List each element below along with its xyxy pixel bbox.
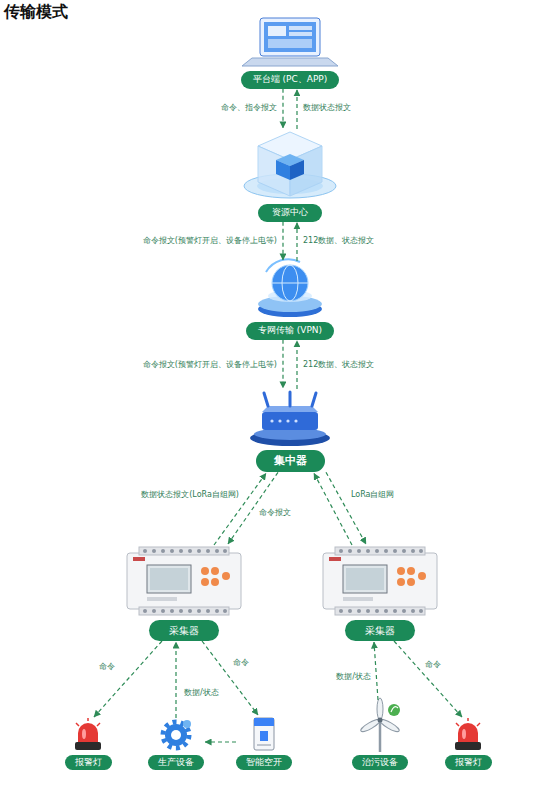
node-label: 报警灯 — [65, 755, 112, 770]
node-label: 智能空开 — [236, 755, 292, 770]
icon-slot — [73, 718, 103, 752]
edge-label: 命令报文(预警灯开启、设备停上电等) — [142, 236, 278, 246]
dashed-arrow — [175, 642, 176, 718]
node-label: 专网传输 (VPN) — [246, 322, 334, 340]
edge-label: 数据状态报文(LoRa自组网) — [140, 490, 240, 500]
edge-label: 212数据、状态报文 — [302, 360, 375, 370]
edge-label: 命令 — [232, 658, 250, 668]
dashed-arrow — [202, 641, 258, 715]
page-title: 传输模式 — [4, 2, 68, 22]
icon-slot — [360, 700, 400, 752]
device-node: 集中器 — [248, 389, 332, 472]
dashed-arrow — [296, 90, 297, 129]
node-label: 采集器 — [149, 620, 219, 641]
icon-slot — [321, 545, 439, 617]
node-label: 资源中心 — [258, 204, 322, 222]
dashed-arrow — [296, 341, 297, 389]
edge-label: 命令报文(预警灯开启、设备停上电等) — [142, 360, 278, 370]
device-node: 智能空开 — [236, 716, 292, 770]
device-node: 专网传输 (VPN) — [246, 261, 334, 340]
device-node: 生产设备 — [148, 718, 204, 770]
dashed-arrow — [374, 642, 378, 700]
dashed-arrow — [296, 223, 297, 261]
icon-slot — [125, 545, 243, 617]
node-label: 治污设备 — [352, 755, 408, 770]
edge-label: 命令 — [98, 662, 116, 672]
dashed-arrow — [282, 222, 283, 260]
node-label: 集中器 — [256, 450, 325, 472]
edge-label: 数据状态报文 — [302, 103, 352, 113]
device-node: 报警灯 — [65, 718, 112, 770]
node-label: 采集器 — [345, 620, 415, 641]
icon-slot — [453, 718, 483, 752]
dashed-arrow — [205, 741, 236, 742]
device-node: 采集器 — [125, 545, 243, 641]
node-label: 生产设备 — [148, 755, 204, 770]
device-node: 采集器 — [321, 545, 439, 641]
device-node: 资源中心 — [242, 129, 338, 222]
icon-slot — [242, 129, 338, 201]
icon-slot — [159, 718, 193, 752]
device-node: 平台端 (PC、APP) — [241, 16, 340, 89]
icon-slot — [252, 716, 276, 752]
edge-label: 数据/状态 — [335, 672, 372, 682]
edge-label: 数据/状态 — [183, 688, 220, 698]
icon-slot — [254, 261, 326, 319]
node-label: 平台端 (PC、APP) — [241, 71, 340, 89]
device-node: 报警灯 — [445, 718, 492, 770]
dashed-arrow — [326, 472, 366, 544]
dashed-arrow — [94, 641, 162, 717]
dashed-arrow — [282, 340, 283, 388]
dashed-arrow — [394, 641, 462, 717]
icon-slot — [248, 389, 332, 447]
icon-slot — [248, 16, 332, 68]
edge-label: 命令、指令报文 — [220, 103, 278, 113]
edge-label: 命令 — [424, 660, 442, 670]
device-node: 治污设备 — [352, 700, 408, 770]
dashed-arrow — [282, 89, 283, 128]
edge-label: LoRa自组网 — [350, 490, 396, 500]
node-label: 报警灯 — [445, 755, 492, 770]
edge-label: 212数据、状态报文 — [302, 236, 375, 246]
edge-label: 命令报文 — [258, 508, 292, 518]
